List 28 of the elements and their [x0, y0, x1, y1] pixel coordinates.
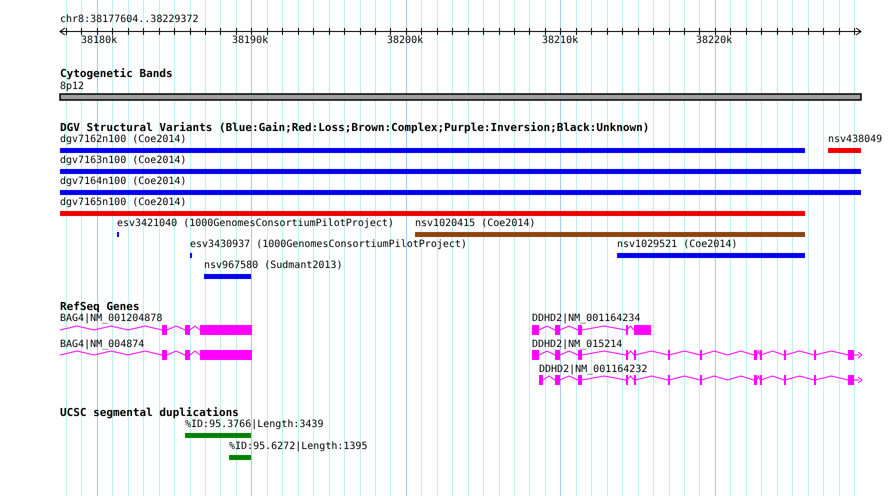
track-heading: UCSC segmental duplications: [60, 407, 239, 419]
transcript-label: DDHD2|NM_015214: [532, 339, 622, 351]
variant-label: dgv7162n100 (Coe2014): [60, 134, 186, 146]
transcript-label: BAG4|NM_001204878: [60, 313, 162, 325]
tick-label: 38190k: [232, 35, 268, 47]
transcript-label: BAG4|NM_004874: [60, 339, 144, 351]
track-heading: DGV Structural Variants (Blue:Gain;Red:Loss;Brown:Complex;Purple:Inversion;Black:Unknown): [60, 122, 650, 134]
variant-label: dgv7163n100 (Coe2014): [60, 155, 186, 167]
tick-label: 38180k: [81, 35, 118, 47]
transcript-label: DDHD2|NM_001164234: [532, 313, 640, 325]
locus-label: chr8:38177604..38229372: [60, 14, 198, 26]
variant-label: nsv967580 (Sudmant2013): [204, 260, 342, 272]
track-heading: RefSeq Genes: [60, 301, 140, 313]
variant-label: esv3421040 (1000GenomesConsortiumPilotProject): [117, 218, 394, 230]
duplication-label: %ID:95.3766|Length:3439: [185, 419, 324, 431]
variant-label: esv3430937 (1000GenomesConsortiumPilotProject): [190, 239, 467, 251]
tick-label: 38200k: [387, 35, 424, 47]
transcript-label: DDHD2|NM_001164232: [539, 364, 648, 376]
duplication-label: %ID:95.6272|Length:1395: [229, 441, 368, 453]
variant-label: dgv7165n100 (Coe2014): [60, 197, 186, 209]
variant-label: nsv1020415 (Coe2014): [415, 218, 536, 230]
variant-label: nsv438049: [828, 134, 882, 146]
variant-label: dgv7164n100 (Coe2014): [60, 176, 186, 188]
tick-label: 38220k: [696, 35, 732, 47]
track-heading: Cytogenetic Bands: [60, 68, 173, 80]
variant-label: nsv1029521 (Coe2014): [617, 239, 738, 251]
tick-label: 38210k: [542, 35, 578, 47]
band-label: 8p12: [60, 81, 84, 93]
